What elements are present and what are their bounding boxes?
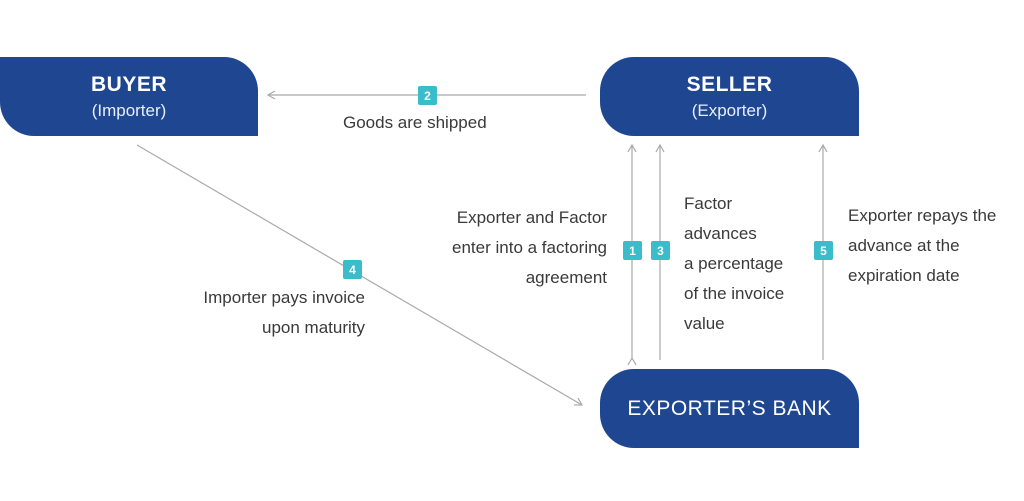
step-3-line: Factor: [684, 194, 733, 213]
step-badge-1: 1: [623, 241, 642, 260]
step-5-label: Exporter repays the advance at the expir…: [848, 201, 996, 291]
step-badge-3: 3: [651, 241, 670, 260]
seller-subtitle: (Exporter): [691, 100, 768, 120]
step-1-line: enter into a factoring: [452, 238, 607, 257]
seller-node: SELLER (Exporter): [600, 57, 859, 136]
bank-title: EXPORTER’S BANK: [627, 396, 832, 420]
buyer-node: BUYER (Importer): [0, 57, 258, 136]
step-3-label: Factor advances a percentage of the invo…: [684, 189, 784, 339]
step-4-line: Importer pays invoice: [203, 288, 365, 307]
step-2-line: Goods are shipped: [343, 113, 487, 132]
step-1-label: Exporter and Factor enter into a factori…: [404, 203, 607, 293]
step-5-line: advance at the: [848, 236, 960, 255]
step-5-line: expiration date: [848, 266, 960, 285]
buyer-title: BUYER: [90, 72, 167, 96]
step-2-label: Goods are shipped: [343, 108, 487, 138]
step-5-line: Exporter repays the: [848, 206, 997, 225]
step-1-line: agreement: [525, 268, 607, 287]
step-badge-2: 2: [418, 86, 437, 105]
step-3-line: advances: [684, 224, 757, 243]
buyer-subtitle: (Importer): [91, 100, 167, 120]
seller-title: SELLER: [686, 72, 773, 96]
step-4-label: Importer pays invoice upon maturity: [160, 283, 365, 343]
step-badge-5: 5: [814, 241, 833, 260]
step-4-line: upon maturity: [262, 318, 365, 337]
step-badge-4: 4: [343, 260, 362, 279]
step-3-line: value: [684, 314, 725, 333]
exporters-bank-node: EXPORTER’S BANK: [600, 369, 859, 448]
step-3-line: a percentage: [684, 254, 784, 273]
step-3-line: of the invoice: [684, 284, 785, 303]
step-1-line: Exporter and Factor: [456, 208, 607, 227]
